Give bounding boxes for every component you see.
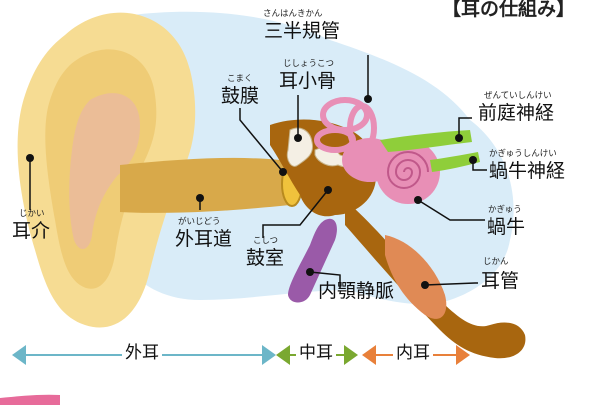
ear-canal-shape	[120, 157, 299, 213]
cochlea-shape	[376, 140, 440, 204]
muscle-shape	[385, 235, 447, 319]
cochlea-spiral	[386, 151, 429, 189]
ear-canal-ruby: がいじどう	[178, 217, 221, 227]
vestibular-label: 前庭神経	[478, 102, 555, 124]
eardrum-ruby: こまく	[227, 74, 253, 84]
inner-ear-section-label: 内耳	[393, 345, 433, 362]
middle-ear-section-label: 中耳	[296, 345, 336, 362]
vestibular-nerve-shape	[380, 130, 472, 152]
ear-canal-label: 外耳道	[175, 228, 233, 250]
semicircular-label: 三半規管	[264, 20, 341, 42]
tympanic-ruby: こしつ	[253, 236, 278, 246]
cochlear-nerve-shape	[430, 152, 480, 172]
cochlea-label: 蝸牛	[487, 216, 526, 238]
eustachian-ruby: じかん	[483, 257, 509, 267]
jugular-vein-shape	[288, 218, 337, 303]
ossicles-ruby: じしょうこつ	[283, 59, 335, 69]
eustachian-tube-shape	[345, 200, 526, 359]
cochlear-nerve-label: 蝸牛神経	[489, 160, 566, 182]
jugular-vein-label: 内顎静脈	[318, 280, 395, 302]
leader-dots	[26, 95, 477, 289]
outer-ear-section-label: 外耳	[122, 345, 162, 362]
semicircular-ruby: さんはんきかん	[263, 9, 323, 19]
auricle-label: 耳介	[12, 220, 51, 242]
eardrum-label: 鼓膜	[221, 85, 260, 107]
diagram-title: 【耳の仕組み】	[441, 0, 575, 20]
ossicles-label: 耳小骨	[279, 70, 337, 92]
auricle-ruby: じかい	[19, 209, 45, 219]
cochlear-nerve-ruby: かぎゅうしんけい	[489, 149, 557, 159]
eustachian-label: 耳管	[481, 270, 520, 292]
auricle-concha	[69, 93, 140, 250]
vestibular-ruby: ぜんていしんけい	[484, 91, 552, 101]
tympanic-label: 鼓室	[246, 247, 285, 269]
cochlea-ruby: かぎゅう	[488, 205, 522, 215]
pink-corner-decoration	[0, 394, 60, 405]
